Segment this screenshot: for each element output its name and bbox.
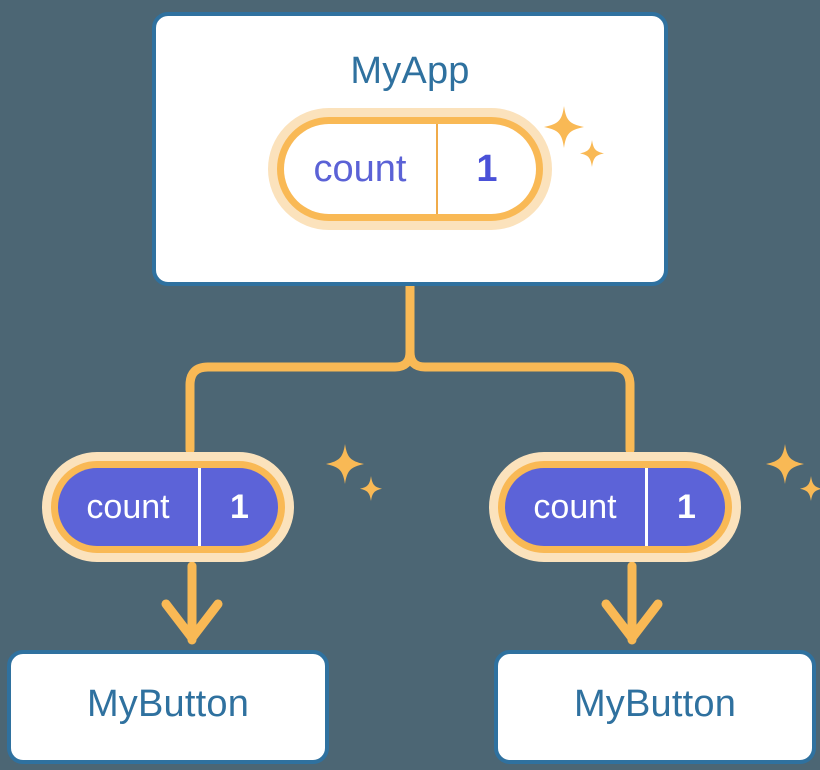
state-pill-inner: count 1 bbox=[505, 468, 725, 546]
state-key-label: count bbox=[313, 147, 407, 190]
sparkle-four-point-icon bbox=[766, 444, 804, 484]
component-card-mybutton-left[interactable]: MyButton bbox=[7, 650, 329, 764]
state-pill-inner: count 1 bbox=[284, 124, 536, 214]
state-pill-mybutton-right[interactable]: count 1 bbox=[489, 452, 741, 562]
connector-myapp-to-left bbox=[185, 281, 415, 455]
state-pill-inner: count 1 bbox=[58, 468, 278, 546]
component-title-mybutton-right: MyButton bbox=[573, 683, 737, 725]
component-card-mybutton-right[interactable]: MyButton bbox=[494, 650, 816, 764]
component-title-mybutton-left: MyButton bbox=[86, 683, 250, 725]
state-pill-body: count 1 bbox=[42, 452, 294, 562]
state-value-label: 1 bbox=[436, 124, 536, 214]
sparkle-group-mybutton-right bbox=[766, 444, 820, 501]
state-pill-mybutton-left[interactable]: count 1 bbox=[42, 452, 294, 562]
sparkle-four-point-icon bbox=[326, 444, 364, 484]
state-pill-body: count 1 bbox=[268, 108, 552, 230]
state-value-label: 1 bbox=[645, 468, 725, 546]
sparkle-four-point-small-icon bbox=[360, 476, 382, 501]
arrow-head-left bbox=[161, 599, 223, 643]
state-key-label: count bbox=[86, 487, 170, 526]
state-key-label: count bbox=[533, 487, 617, 526]
component-title-myapp: MyApp bbox=[350, 50, 470, 92]
sparkle-four-point-small-icon bbox=[800, 476, 820, 501]
connector-myapp-to-right bbox=[405, 281, 635, 455]
arrow-head-right bbox=[601, 599, 663, 643]
state-pill-myapp[interactable]: count 1 bbox=[268, 108, 552, 230]
sparkle-group-mybutton-left bbox=[326, 444, 382, 501]
state-pill-body: count 1 bbox=[489, 452, 741, 562]
state-value-label: 1 bbox=[198, 468, 278, 546]
